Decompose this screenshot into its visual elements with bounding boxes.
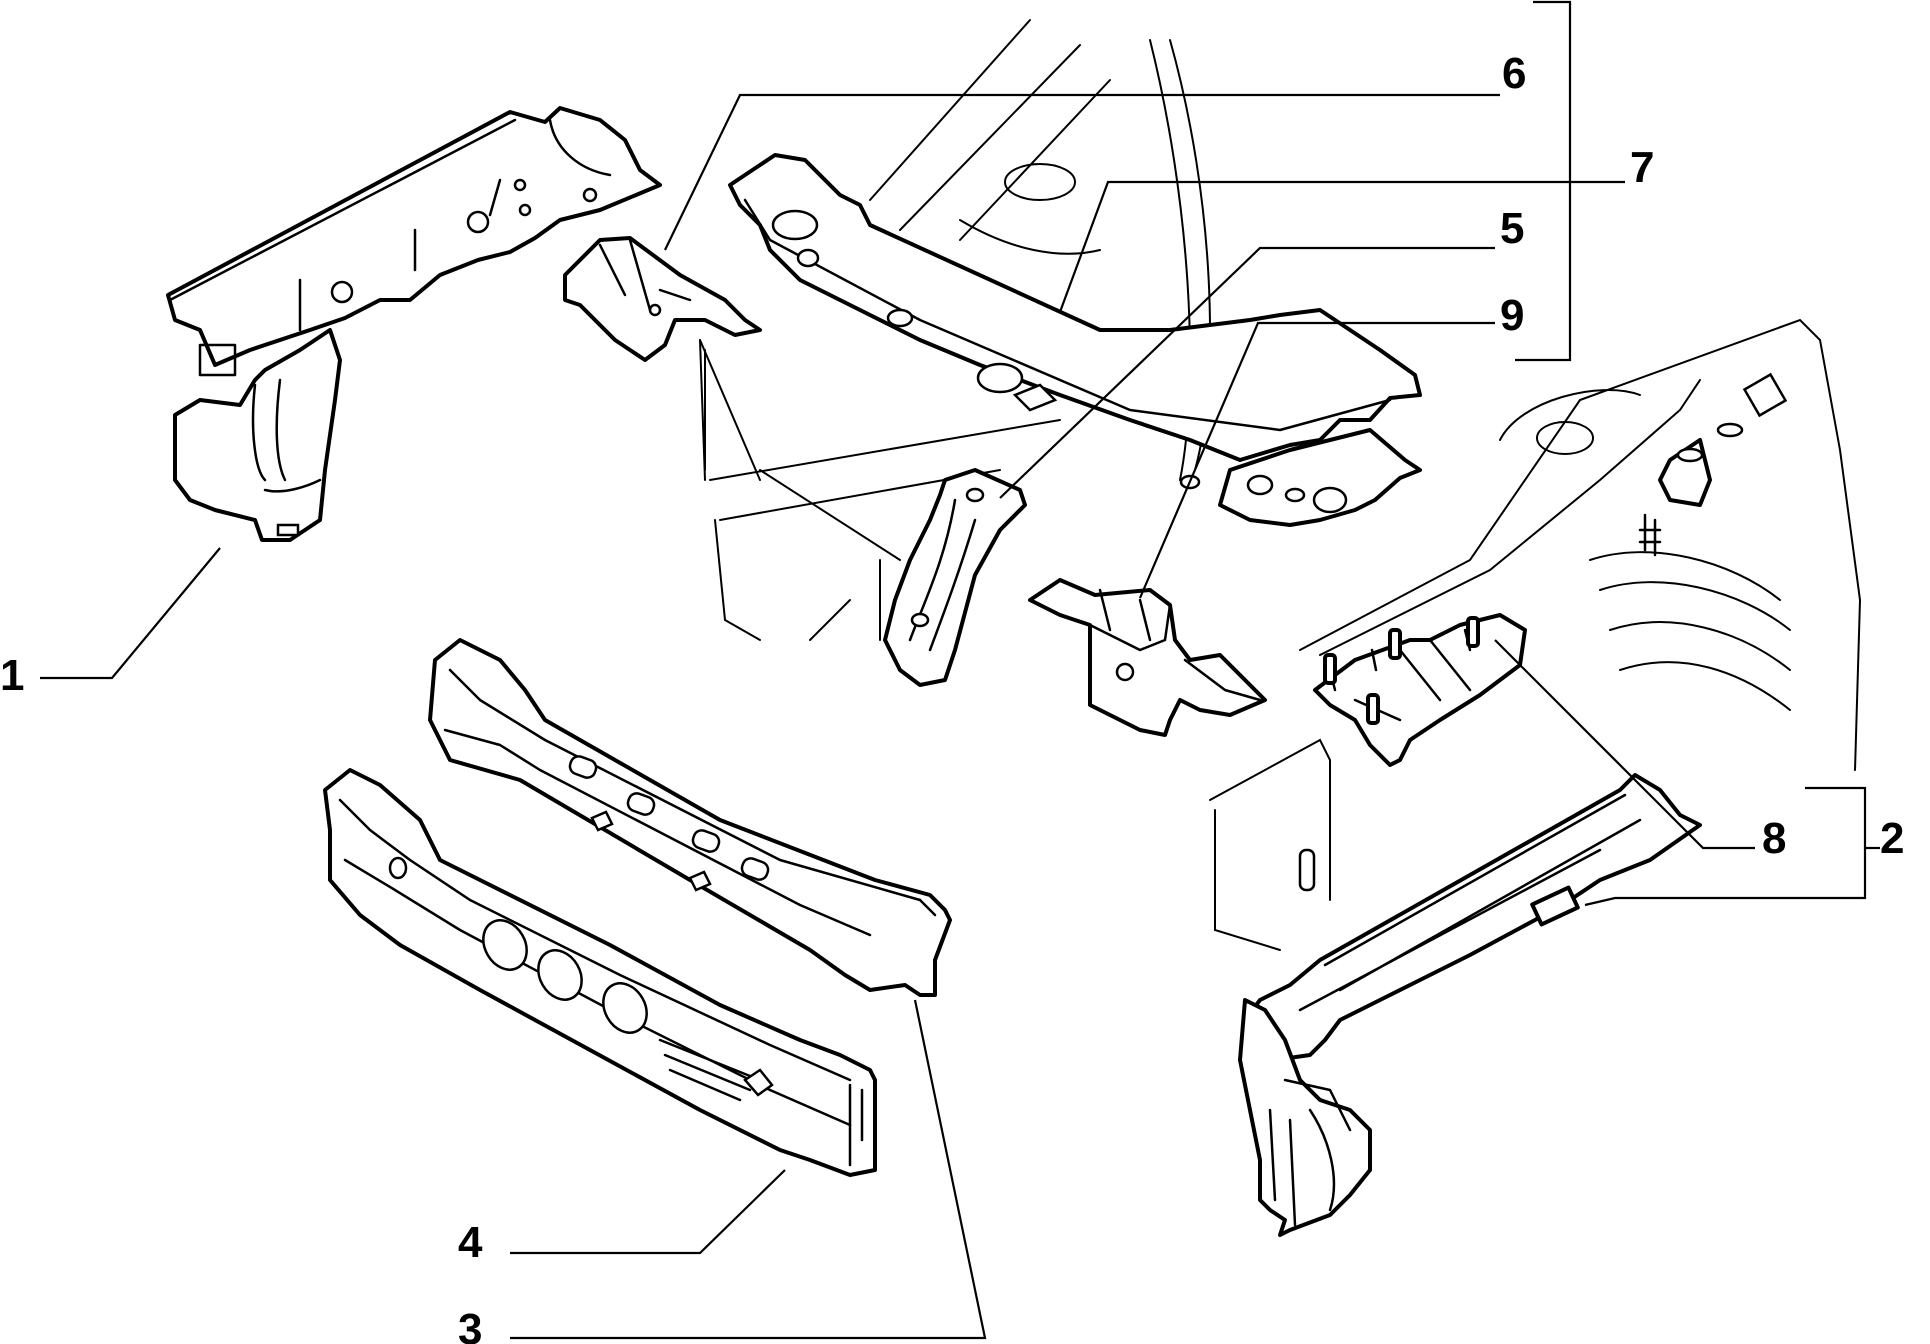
right-wheel-arch-panel <box>1209 318 1862 951</box>
leader-5 <box>999 246 1495 499</box>
leader-6 <box>664 93 1500 251</box>
part-9-mounting-bracket <box>1028 578 1267 737</box>
leader-4 <box>510 1169 786 1255</box>
callout-1: 1 <box>0 651 24 700</box>
bracket-5679 <box>1515 0 1572 362</box>
callout-6: 6 <box>1502 49 1526 98</box>
leader-8 <box>1494 639 1755 850</box>
callout-3: 3 <box>458 1305 482 1344</box>
part-1-left-side-member <box>166 106 662 542</box>
callout-2: 2 <box>1880 814 1904 863</box>
callout-8: 8 <box>1762 814 1786 863</box>
part-3-front-crossmember <box>428 638 952 997</box>
callout-labels: 1 2 3 4 5 6 7 8 9 <box>0 49 1904 1344</box>
part-5-support-bracket <box>883 468 1027 687</box>
bracket-8 <box>1584 786 1867 907</box>
callout-7: 7 <box>1630 143 1654 192</box>
leader-7 <box>1058 180 1625 313</box>
callout-5: 5 <box>1500 204 1524 253</box>
part-6-bracket <box>563 236 762 481</box>
part-2-right-side-member <box>1238 773 1702 1237</box>
background-body-shell <box>699 19 1211 641</box>
leader-lines <box>40 0 1880 1340</box>
part-7-upper-crossmember <box>728 153 1422 527</box>
leader-9 <box>1138 321 1495 599</box>
part-4-bumper-reinforcement <box>323 768 877 1177</box>
leader-3 <box>510 999 987 1340</box>
callout-9: 9 <box>1500 291 1524 340</box>
part-8-engine-mount-bracket <box>1313 613 1527 767</box>
callout-4: 4 <box>458 1218 483 1267</box>
leader-1 <box>40 547 221 680</box>
